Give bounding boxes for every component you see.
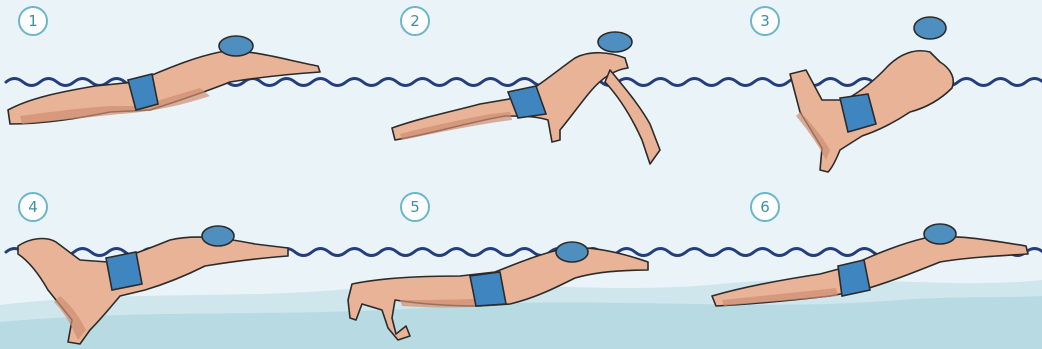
step-number: 1 — [28, 12, 38, 30]
step-badge-2: 2 — [400, 6, 430, 36]
step-number: 2 — [410, 12, 420, 30]
step-number: 6 — [760, 198, 770, 216]
swimmer-step-3 — [790, 17, 953, 172]
step-badge-5: 5 — [400, 192, 430, 222]
step-number: 4 — [28, 198, 38, 216]
step-number: 3 — [760, 12, 770, 30]
step-badge-4: 4 — [18, 192, 48, 222]
step-badge-3: 3 — [750, 6, 780, 36]
step-badge-6: 6 — [750, 192, 780, 222]
step-badge-1: 1 — [18, 6, 48, 36]
swimmer-step-2 — [392, 32, 660, 164]
step-number: 5 — [410, 198, 420, 216]
